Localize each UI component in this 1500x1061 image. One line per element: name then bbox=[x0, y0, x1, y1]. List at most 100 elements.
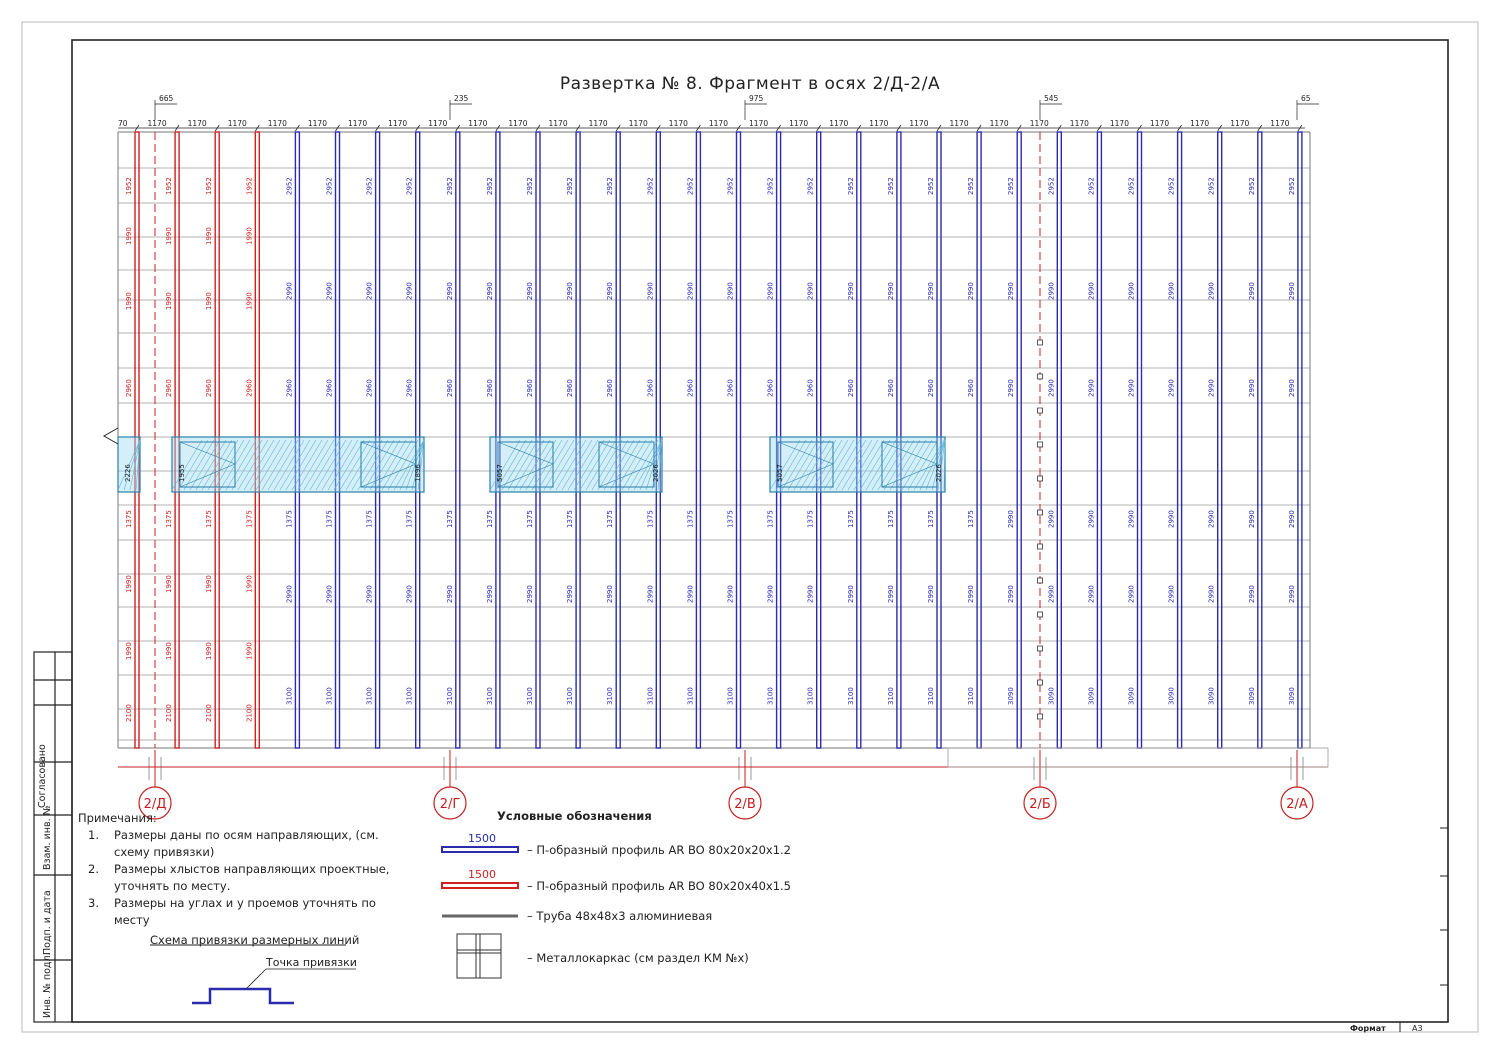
glass-hatch bbox=[859, 439, 891, 491]
profile-dimension: 3100 bbox=[767, 687, 775, 705]
dimension-value: 1170 bbox=[388, 119, 407, 128]
glass-hatch bbox=[315, 439, 347, 491]
glass-hatch bbox=[937, 439, 946, 491]
legend-blue-text: – П-образный профиль AR BO 80x20x20x1.2 bbox=[527, 843, 791, 857]
profile-dimension: 2990 bbox=[967, 585, 975, 603]
profile-dimension: 2990 bbox=[686, 585, 694, 603]
profile-dimension: 2990 bbox=[1007, 585, 1015, 603]
blue-profile bbox=[415, 131, 421, 749]
profile-dimension: 2952 bbox=[1168, 177, 1176, 195]
profile-dimension: 1375 bbox=[767, 510, 775, 528]
anchor-square bbox=[1037, 509, 1043, 516]
profile-dimension: 2960 bbox=[526, 379, 534, 397]
profile-dimension: 2990 bbox=[1128, 282, 1136, 300]
profile-dimension: 2960 bbox=[205, 379, 213, 397]
window-dimension: 2026 bbox=[935, 464, 943, 482]
profile-dimension: 3100 bbox=[406, 687, 414, 705]
glass-hatch bbox=[913, 439, 945, 491]
legend-pipe-text: – Труба 48x48x3 алюминиевая bbox=[527, 909, 713, 923]
format-label: Формат bbox=[1350, 1024, 1386, 1033]
glass-hatch bbox=[177, 439, 209, 491]
anchor-square bbox=[1037, 373, 1043, 380]
glass-hatch bbox=[255, 439, 287, 491]
profile-dimension: 1990 bbox=[245, 292, 253, 310]
dimension-tick bbox=[1217, 124, 1223, 132]
axis-circle bbox=[1280, 786, 1314, 820]
profile-dimension: 2960 bbox=[566, 379, 574, 397]
dimension-value: 1170 bbox=[589, 119, 608, 128]
legend-title: Условные обозначения bbox=[497, 809, 652, 823]
legend-red-sample bbox=[441, 882, 519, 889]
profile-dimension: 3090 bbox=[1248, 687, 1256, 705]
anchor-square bbox=[1037, 543, 1043, 550]
profile-dimension: 2990 bbox=[807, 282, 815, 300]
dimension-tick bbox=[535, 124, 541, 132]
legend-blue-number: 1500 bbox=[468, 832, 496, 845]
dimension-value: 1170 bbox=[1230, 119, 1249, 128]
dimension-value: 1170 bbox=[1110, 119, 1129, 128]
dimension-value: 1170 bbox=[308, 119, 327, 128]
profile-dimension: 1952 bbox=[205, 177, 213, 195]
profile-dimension: 2990 bbox=[847, 282, 855, 300]
dimension-tick bbox=[776, 124, 781, 132]
glass-hatch bbox=[333, 439, 365, 491]
profile-dimension: 3100 bbox=[847, 687, 855, 705]
glass-hatch bbox=[513, 439, 545, 491]
profile-dimension: 1375 bbox=[205, 510, 213, 528]
profile-dimension: 2960 bbox=[847, 379, 855, 397]
profile-dimension: 2990 bbox=[1208, 585, 1216, 603]
glass-hatch bbox=[237, 439, 269, 491]
profile-dimension: 1375 bbox=[446, 510, 454, 528]
profile-dimension: 1990 bbox=[205, 642, 213, 660]
dimension-tick bbox=[615, 124, 621, 132]
note-number: 1. bbox=[88, 828, 99, 842]
blue-profile bbox=[816, 131, 822, 749]
profile-dimension: 2952 bbox=[686, 177, 694, 195]
red-profile bbox=[134, 131, 140, 749]
profile-dimension: 3090 bbox=[1128, 687, 1136, 705]
blue-profile bbox=[1056, 131, 1063, 749]
profile-dimension: 2952 bbox=[446, 177, 454, 195]
glass-hatch bbox=[243, 439, 275, 491]
glass-hatch bbox=[591, 439, 623, 491]
profile-dimension: 1375 bbox=[686, 510, 694, 528]
anchor-square bbox=[1037, 611, 1043, 618]
profile-dimension: 2952 bbox=[1248, 177, 1256, 195]
glass-hatch bbox=[793, 439, 825, 491]
glass-hatch bbox=[567, 439, 599, 491]
anchor-square bbox=[1037, 577, 1043, 584]
window-dimension: 5057 bbox=[776, 464, 784, 482]
profile-dimension: 2990 bbox=[1047, 510, 1055, 528]
profile-dimension: 2990 bbox=[1007, 510, 1015, 528]
sash-open-mark bbox=[881, 441, 938, 488]
main-frame bbox=[71, 39, 1449, 1023]
profile-dimension: 2960 bbox=[245, 379, 253, 397]
glass-hatch bbox=[775, 439, 807, 491]
glass-hatch bbox=[261, 439, 293, 491]
profile-dimension: 2952 bbox=[366, 177, 374, 195]
break-mark bbox=[102, 427, 119, 445]
window-sash bbox=[360, 441, 417, 488]
profile-dimension: 1990 bbox=[165, 227, 173, 245]
profile-dimension: 2952 bbox=[646, 177, 654, 195]
glass-hatch bbox=[555, 439, 587, 491]
glass-hatch bbox=[853, 439, 885, 491]
glass-hatch bbox=[597, 439, 629, 491]
profile-dimension: 2990 bbox=[1087, 510, 1095, 528]
axis-label: 2/В bbox=[734, 797, 756, 812]
glass-hatch bbox=[519, 439, 551, 491]
profile-dimension: 2990 bbox=[1288, 510, 1296, 528]
profile-dimension: 1375 bbox=[646, 510, 654, 528]
dimension-tick bbox=[1097, 124, 1102, 132]
profile-dimension: 2990 bbox=[526, 585, 534, 603]
window-dimension: 2226 bbox=[124, 464, 132, 482]
blue-profile bbox=[1016, 131, 1022, 749]
dimension-value: 1170 bbox=[148, 119, 167, 128]
dimension-value: 1170 bbox=[1190, 119, 1209, 128]
axis-offset-value: 545 bbox=[1044, 94, 1059, 103]
dimension-tick bbox=[816, 124, 822, 132]
glass-hatch bbox=[183, 439, 215, 491]
note-number: 3. bbox=[88, 896, 99, 910]
